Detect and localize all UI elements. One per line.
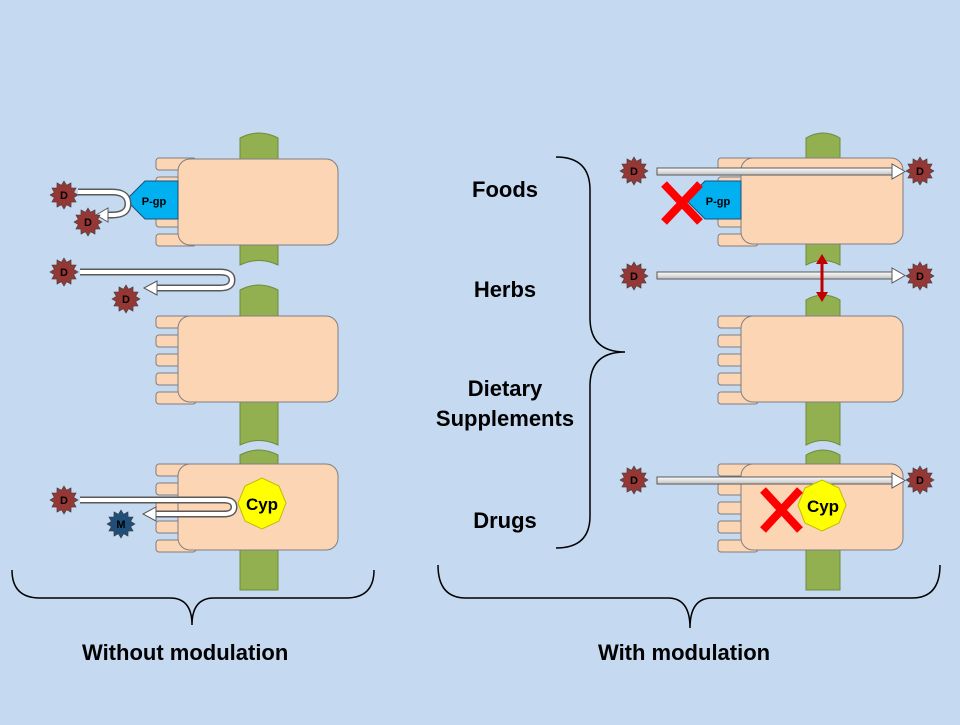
enterocyte-middle-left xyxy=(155,315,339,405)
inhibition-x-icon xyxy=(661,181,703,225)
inhibition-x-icon xyxy=(760,487,803,533)
molecule-label: D xyxy=(60,267,68,279)
drug-molecule: D xyxy=(111,284,141,314)
drug-molecule: D xyxy=(619,261,649,291)
modulator-foods: Foods xyxy=(472,177,538,202)
pgp-transporter-right xyxy=(685,180,742,220)
molecule-label: D xyxy=(630,166,638,178)
absorption-arrow xyxy=(656,472,907,489)
caption-without-modulation: Without modulation xyxy=(82,640,289,665)
molecule-label: D xyxy=(630,475,638,487)
absorption-arrow xyxy=(656,163,907,180)
drug-molecule: D xyxy=(619,465,649,495)
molecule-label: D xyxy=(60,495,68,507)
brace-left xyxy=(11,569,375,626)
modulator-herbs: Herbs xyxy=(473,277,537,302)
modulator-dietary-supplements: Dietary Supplements xyxy=(435,376,575,431)
molecule-label: D xyxy=(916,271,924,283)
drug-molecule: D xyxy=(49,180,79,210)
drug-molecule: D xyxy=(73,207,103,237)
brace-modulators xyxy=(555,156,626,549)
pgp-label-left: P-gp xyxy=(142,196,167,208)
enterocyte-middle-right xyxy=(717,315,904,405)
molecule-label: D xyxy=(916,475,924,487)
junction-double-arrow xyxy=(816,254,828,302)
pgp-transporter-left xyxy=(125,180,179,220)
molecule-label: D xyxy=(122,294,130,306)
panel-without-modulation: P-gp Cyp D D D D D M xyxy=(11,132,375,626)
cyp-enzyme-left xyxy=(237,477,287,530)
molecule-label: D xyxy=(916,166,924,178)
drug-molecule: D xyxy=(619,156,649,186)
cyp-label-left: Cyp xyxy=(246,495,278,514)
cyp-enzyme-right xyxy=(797,479,847,532)
panel-with-modulation: P-gp Cyp xyxy=(437,132,941,629)
metabolite-molecule: M xyxy=(106,509,136,539)
drug-molecule: D xyxy=(49,485,79,515)
pgp-label-right: P-gp xyxy=(706,196,731,208)
drug-molecule: D xyxy=(49,257,79,287)
brace-right xyxy=(437,564,941,629)
molecule-label: D xyxy=(60,190,68,202)
drug-molecule: D xyxy=(905,156,935,186)
molecule-label: M xyxy=(116,519,125,531)
absorption-arrow xyxy=(656,267,907,284)
modulator-drugs: Drugs xyxy=(473,508,537,533)
molecule-label: D xyxy=(84,217,92,229)
caption-with-modulation: With modulation xyxy=(598,640,771,665)
drug-molecule: D xyxy=(905,465,935,495)
molecule-label: D xyxy=(630,271,638,283)
enterocyte-top-left xyxy=(155,157,339,247)
drug-molecule: D xyxy=(905,261,935,291)
cyp-label-right: Cyp xyxy=(807,497,839,516)
